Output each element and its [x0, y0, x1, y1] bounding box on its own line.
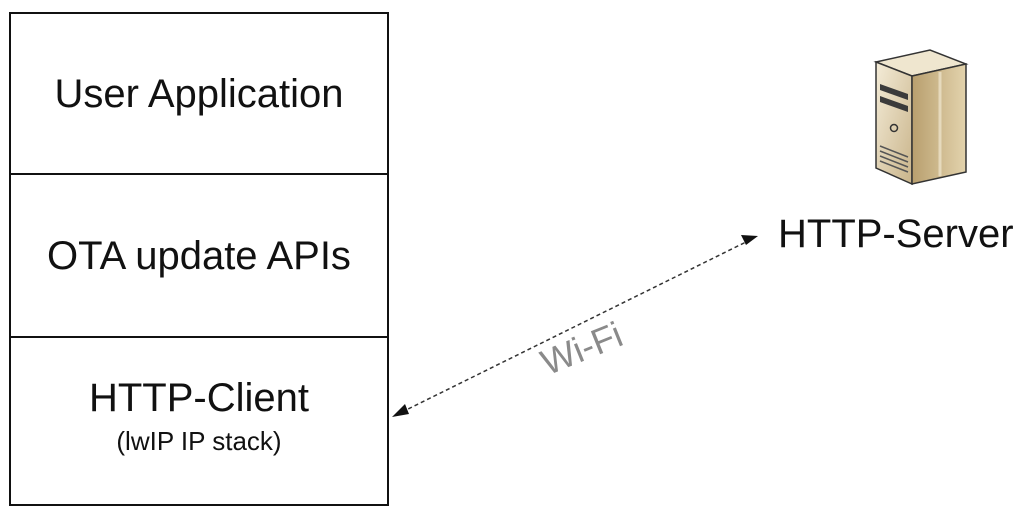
http-client-sublabel: (lwIP IP stack) [116, 426, 282, 456]
http-client-label: HTTP-Client [88, 376, 310, 420]
arrowhead-client-icon [392, 404, 409, 417]
wifi-link [392, 235, 758, 417]
diagram-canvas [392, 49, 969, 417]
server-tower-icon [873, 49, 969, 186]
user-application-label: User Application [54, 71, 344, 116]
ota-update-apis-box: OTA update APIs [9, 173, 389, 338]
user-application-box: User Application [9, 12, 389, 175]
arrowhead-server-icon [741, 235, 758, 245]
ota-update-apis-label: OTA update APIs [47, 233, 351, 278]
http-server-label: HTTP-Server [778, 212, 1014, 256]
wifi-link-line [401, 240, 749, 413]
http-client-box: HTTP-Client (lwIP IP stack) [9, 336, 389, 506]
